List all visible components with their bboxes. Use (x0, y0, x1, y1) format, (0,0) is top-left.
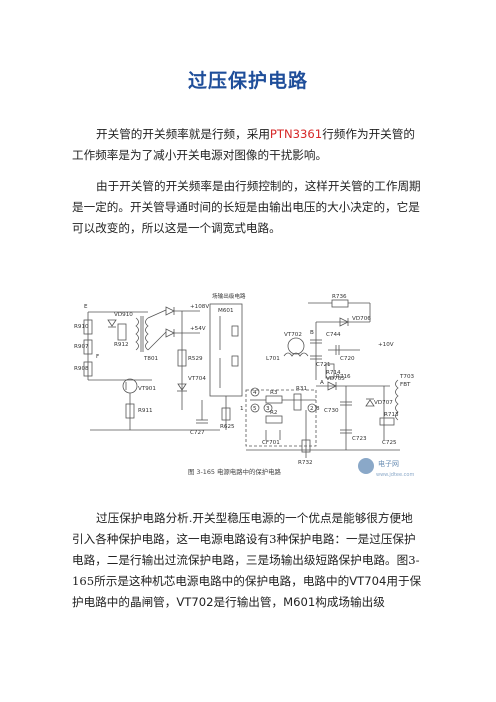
label-plus10: +10V (378, 342, 394, 348)
label-e: E (84, 304, 88, 310)
label-r625: R625 (220, 424, 235, 430)
text-span: 行频作为开关管的工作频率是为了减小开关电源对图像的干扰影响。 (72, 127, 415, 162)
text-span: 用于保护电路中的晶闸管， (72, 574, 422, 609)
term-m601: M601 (283, 595, 316, 609)
label-fbt: FBT (400, 382, 411, 388)
label-field-output: 场输出级电路 (212, 292, 246, 300)
label-r2: R2 (270, 410, 277, 416)
term-vt704: VT704 (349, 574, 387, 588)
label-f: F (96, 354, 99, 360)
watermark-url: www.jdtee.com (376, 472, 414, 478)
figure-caption: 图 3-165 电源电路中的保护电路 (188, 467, 282, 476)
label-node-3: 3 (266, 406, 270, 412)
label-t801: T801 (143, 356, 159, 362)
paragraph-intro: 开关管的开关频率就是行频，采用PTN3361行频作为开关管的工作频率是为了减小开… (72, 124, 424, 166)
document-title: 过压保护电路 (187, 70, 308, 92)
label-c720: C720 (340, 356, 355, 362)
label-vt702: VT702 (284, 332, 302, 338)
text-span: 开关管的开关频率就是行频，采用 (96, 127, 270, 141)
label-r907: R907 (74, 344, 89, 350)
label-l701: L701 (266, 356, 280, 362)
label-node-4: 4 (253, 390, 257, 396)
label-b: B (310, 330, 314, 336)
label-c723: C723 (352, 436, 367, 442)
label-r3: R3 (270, 390, 278, 396)
text-span: 是行输出管， (213, 595, 284, 609)
label-a: A (320, 380, 324, 386)
label-vd707: VD707 (374, 400, 393, 406)
label-vd706: VD706 (352, 316, 371, 322)
label-cf701: CF701 (262, 440, 280, 446)
label-plus108: +108V (190, 304, 209, 310)
label-c744: C744 (326, 332, 341, 338)
label-c727: C727 (190, 430, 205, 436)
label-r910: R910 (74, 324, 89, 330)
label-m601: M601 (218, 308, 234, 314)
label-r529: R529 (188, 356, 203, 362)
label-r716: R716 (336, 374, 351, 380)
label-r732: R732 (298, 460, 313, 466)
paragraph-overvoltage-analysis: 过压保护电路分析.开关型稳压电源的一个优点是能够很方便地引入各种保护电路，这一电… (72, 508, 424, 613)
label-node-5: 5 (253, 406, 257, 412)
paragraph-period: 由于开关管的开关频率是由行频控制的，这样开关管的工作周期是一定的。开关管导通时间… (72, 179, 421, 235)
label-r31: R31 (296, 386, 307, 392)
label-r911: R911 (138, 408, 153, 414)
label-t703: T703 (399, 374, 415, 380)
label-r908: R908 (74, 366, 89, 372)
label-node-8: 8 (316, 406, 320, 412)
label-vd910: VD910 (114, 312, 133, 318)
watermark-text: 电子网 (378, 459, 399, 468)
label-vt704: VT704 (188, 376, 206, 382)
text-span: 过压保护电路分析.开关型稳压电源的一个优点是能够很方便地引入各种保护电路，这一电… (72, 511, 420, 588)
label-c730: C730 (324, 408, 339, 414)
highlight-ptn3361: PTN3361 (269, 127, 323, 141)
label-node-2: 2 (310, 406, 314, 412)
circuit-diagram: 场输出级电路 M601 +108V +54V +10V E F R910 R90… (74, 292, 415, 478)
label-plus54: +54V (190, 326, 206, 332)
watermark-logo: 电子网 www.jdtee.com (358, 458, 414, 478)
label-r736: R736 (332, 294, 347, 300)
label-vt901: VT901 (138, 386, 156, 392)
label-r713: R713 (384, 412, 399, 418)
label-c725: C725 (382, 440, 397, 446)
label-r714: R714 (326, 370, 341, 376)
label-vd705: VD705 (326, 376, 345, 382)
label-r912: R912 (114, 342, 129, 348)
circuit-figure: 场输出级电路 M601 +108V +54V +10V E F R910 R90… (70, 290, 426, 480)
label-node-1: 1 (240, 406, 244, 412)
term-vt702: VT702 (176, 595, 214, 609)
label-c721: C721 (316, 362, 331, 368)
text-span: 构成场输出级 (315, 595, 385, 609)
